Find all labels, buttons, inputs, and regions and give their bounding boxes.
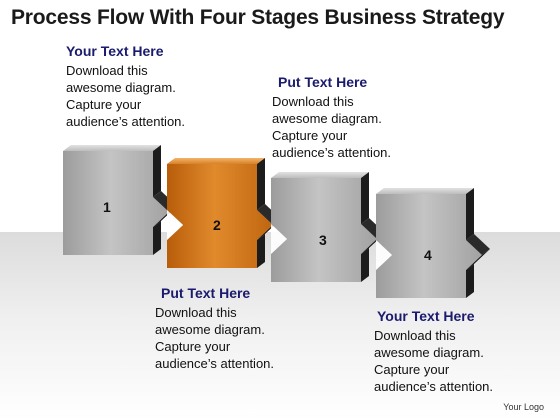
stage-4-line-2: awesome diagram.	[374, 345, 484, 360]
stage-3-heading: Put Text Here	[278, 74, 368, 90]
stage-2-line-1: Download this	[155, 305, 237, 320]
stage-2-piece: 2	[167, 158, 281, 268]
stage-3-number: 3	[319, 232, 327, 248]
stage-4-piece: 4	[376, 188, 490, 298]
stage-1-heading: Your Text Here	[66, 43, 164, 59]
stage-2-heading: Put Text Here	[161, 285, 251, 301]
stage-1-piece: 1	[63, 145, 177, 255]
stage-4-line-3: Capture your	[374, 362, 450, 377]
stage-1-number: 1	[103, 199, 111, 215]
stage-2-number: 2	[213, 217, 221, 233]
stage-4-line-1: Download this	[374, 328, 456, 343]
stage-1-text: Your Text Here Download this awesome dia…	[66, 43, 266, 130]
stage-2-line-4: audience’s attention.	[155, 356, 275, 371]
stage-4-line-4: audience’s attention.	[374, 379, 494, 394]
stage-3-line-2: awesome diagram.	[272, 111, 382, 126]
stage-4-number: 4	[424, 247, 432, 263]
stage-4-heading: Your Text Here	[377, 308, 475, 324]
stage-3-text: Put Text Here Download this awesome diag…	[272, 74, 472, 161]
stage-3-piece: 3	[271, 172, 385, 282]
stage-2-text: Put Text Here Download this awesome diag…	[155, 285, 355, 372]
stage-3-line-4: audience’s attention.	[272, 145, 392, 160]
stage-3-line-1: Download this	[272, 94, 354, 109]
stage-1-line-4: audience’s attention.	[66, 114, 186, 129]
stage-1-line-2: awesome diagram.	[66, 80, 176, 95]
logo-text: Your Logo	[503, 402, 544, 412]
stage-2-line-3: Capture your	[155, 339, 231, 354]
page-title: Process Flow With Four Stages Business S…	[11, 6, 505, 29]
stage-4-text: Your Text Here Download this awesome dia…	[374, 308, 560, 395]
stage-3-line-3: Capture your	[272, 128, 348, 143]
stage-1-line-3: Capture your	[66, 97, 142, 112]
stage-1-line-1: Download this	[66, 63, 148, 78]
stage-2-line-2: awesome diagram.	[155, 322, 265, 337]
